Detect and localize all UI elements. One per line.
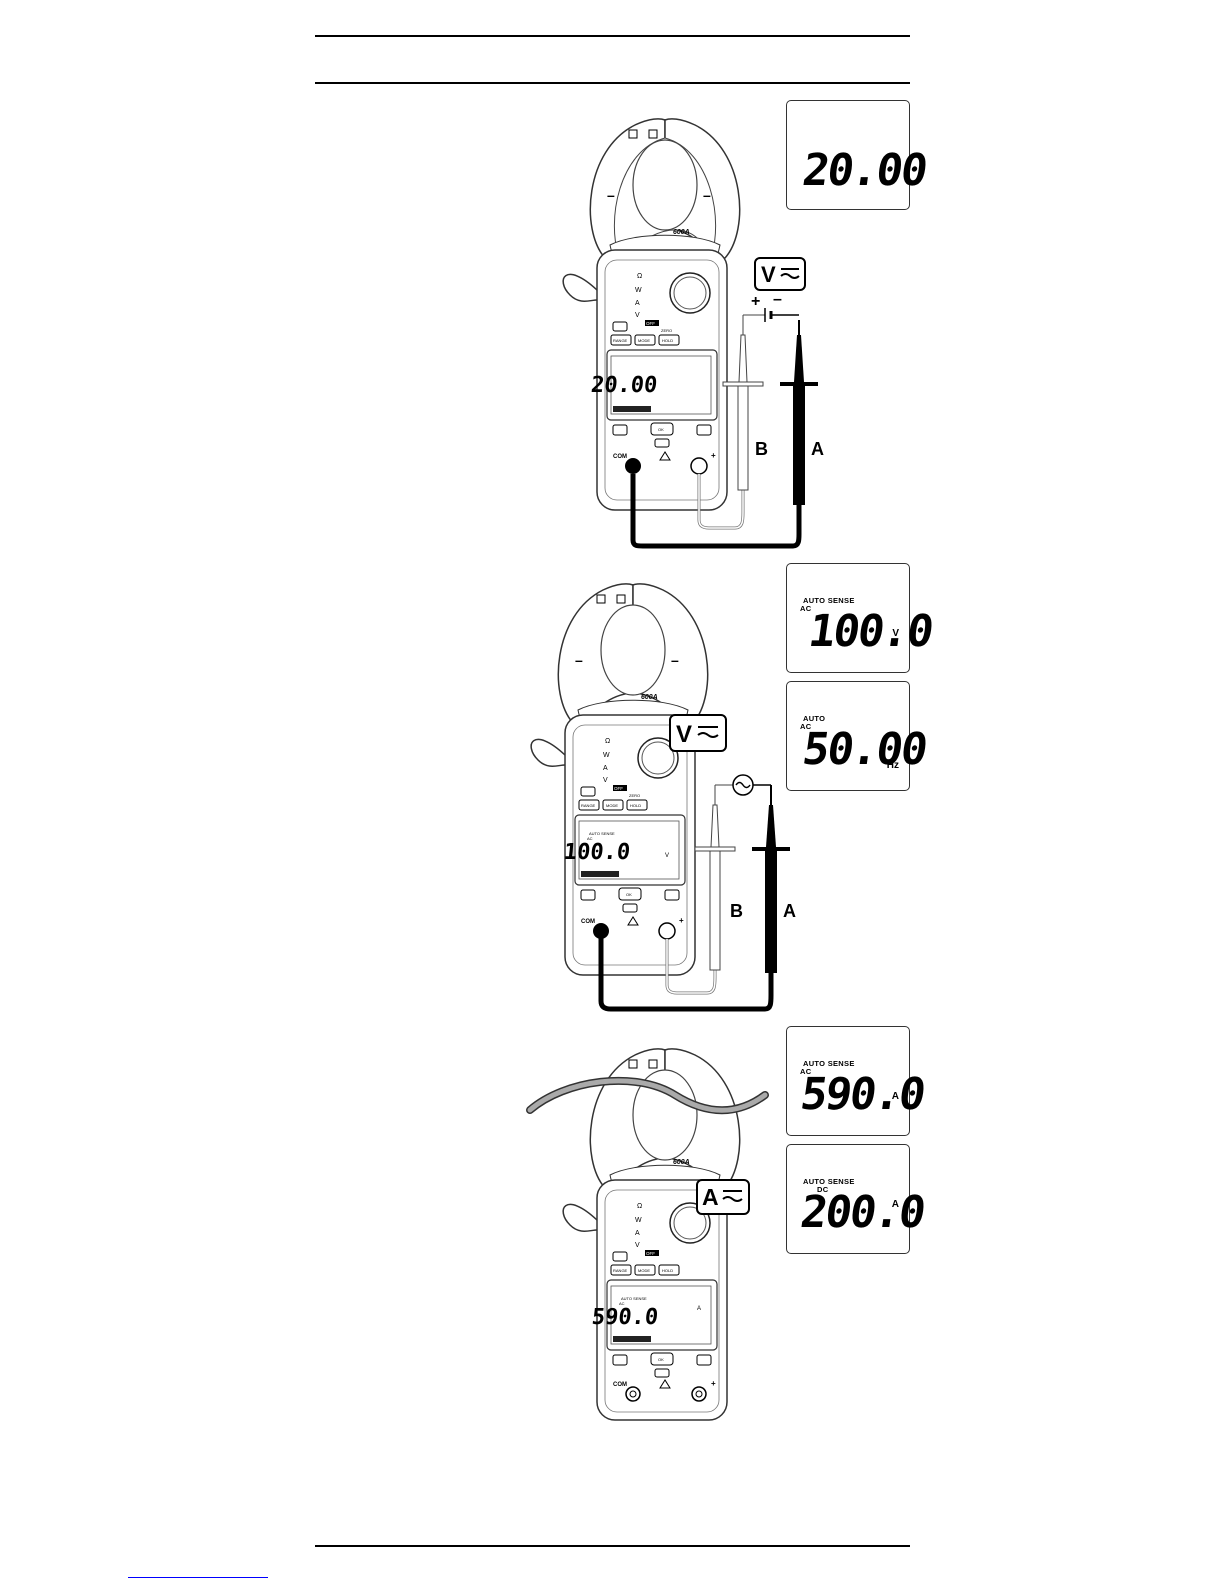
lcd-annunciator-ac: AC xyxy=(800,722,812,731)
hold-button-label: HOLD xyxy=(662,338,673,343)
clamp-meter: – – 600A Ω W A V OFF RANGE MODE HOLD ZER… xyxy=(530,583,709,976)
model-label: 600A xyxy=(641,694,658,701)
meter-lcd-digits: 100.0 xyxy=(563,840,632,865)
jaw-minus-right: – xyxy=(671,652,679,668)
plus-terminal-label: + xyxy=(711,1379,716,1388)
lcd-annunciator-ac: AC xyxy=(800,604,812,613)
function-label: V xyxy=(676,721,692,748)
hold-button-label: HOLD xyxy=(662,1268,673,1273)
battery-plus-label: + xyxy=(751,293,760,310)
model-label: 600A xyxy=(673,1159,690,1166)
dial-off-label: OFF xyxy=(646,1251,655,1256)
probe-a xyxy=(780,320,818,505)
probe-a xyxy=(752,785,790,973)
meter-lcd-mode: AC xyxy=(587,836,593,841)
dial-w-label: W xyxy=(603,752,610,759)
fig1-function-indicator: V xyxy=(754,257,806,291)
mode-button-label: MODE xyxy=(638,338,650,343)
lcd-annunciator-auto-sense: AUTO SENSE xyxy=(803,596,855,605)
dial-ohm-label: Ω xyxy=(637,1203,642,1210)
function-label: V xyxy=(761,262,776,287)
mode-button-label: MODE xyxy=(638,1268,650,1273)
meter-lcd-annunciator: AUTO SENSE xyxy=(589,831,615,836)
dc-source-battery: + – xyxy=(742,291,799,322)
fig1-callout-lcd: 20.00 xyxy=(786,100,929,210)
plus-terminal-label: + xyxy=(711,451,716,460)
meter-lcd-digits: 590.0 xyxy=(591,1305,660,1330)
lcd-unit: Hz xyxy=(886,760,899,771)
dial-w-label: W xyxy=(635,287,642,294)
fig1-dc-voltage-diagram: – – 600A Ω W A V OFF RANGE MODE HOLD ZER… xyxy=(562,118,824,549)
function-label: A xyxy=(702,1184,719,1210)
probe-b xyxy=(694,785,736,971)
lcd-annunciator-auto-sense: AUTO SENSE xyxy=(803,1177,855,1186)
dial-a-label: A xyxy=(635,1230,640,1237)
range-button-label: RANGE xyxy=(581,803,596,808)
dial-v-label: V xyxy=(635,1242,640,1249)
ok-button-label: OK xyxy=(658,1357,664,1362)
dial-off-label: OFF xyxy=(614,786,623,791)
ac-source xyxy=(715,774,771,796)
com-terminal-label: COM xyxy=(581,919,595,925)
lcd-unit: A xyxy=(891,1091,899,1102)
hold-button-label: HOLD xyxy=(630,803,641,808)
meter-lcd-digits: 20.00 xyxy=(590,373,659,398)
lcd-annunciator-auto-sense: AUTO SENSE xyxy=(803,1059,855,1068)
plus-terminal-label: + xyxy=(679,916,684,925)
fig2-callout-lcd-frequency: AUTO AC 50.00 Hz xyxy=(786,681,929,791)
fig3-function-indicator: A xyxy=(696,1179,750,1215)
dial-off-label: OFF xyxy=(646,321,655,326)
header-rule-top xyxy=(315,35,910,37)
lcd-annunciator-dc: DC xyxy=(817,1185,829,1194)
lead-a-label: A xyxy=(783,901,796,921)
clamp-meter: 600A Ω W A V OFF RANGE MODE HOLD AUTO SE… xyxy=(562,1048,741,1421)
meter-lcd-unit: A xyxy=(697,1306,701,1312)
fig2-function-indicator: V xyxy=(669,714,727,752)
dial-a-label: A xyxy=(603,765,608,772)
fig2-ac-voltage-diagram: – – 600A Ω W A V OFF RANGE MODE HOLD ZER… xyxy=(530,583,796,1012)
zero-label: ZERO xyxy=(661,328,672,333)
model-label: 600A xyxy=(673,229,690,236)
fig3-current-diagram: 600A Ω W A V OFF RANGE MODE HOLD AUTO SE… xyxy=(526,1048,769,1421)
lcd-unit: A xyxy=(891,1199,899,1210)
com-terminal-label: COM xyxy=(613,454,627,460)
com-terminal-label: COM xyxy=(613,1382,627,1388)
fig3-callout-lcd-dc-current: AUTO SENSE DC 200.0 A xyxy=(786,1144,927,1254)
dial-ohm-label: Ω xyxy=(637,273,642,280)
meter-lcd-mode: AC xyxy=(619,1301,625,1306)
dial-ohm-label: Ω xyxy=(605,738,610,745)
probe-b xyxy=(722,315,764,491)
footer-link-underline xyxy=(128,1577,268,1578)
dial-a-label: A xyxy=(635,300,640,307)
lcd-annunciator-ac: AC xyxy=(800,1067,812,1076)
lcd-unit: V xyxy=(892,628,899,639)
ok-button-label: OK xyxy=(626,892,632,897)
dial-v-label: V xyxy=(635,312,640,319)
fig2-callout-lcd-voltage: AUTO SENSE AC 100.0 V xyxy=(786,563,935,673)
dial-w-label: W xyxy=(635,1217,642,1224)
range-button-label: RANGE xyxy=(613,338,628,343)
jaw-minus-left: – xyxy=(607,187,615,203)
lead-b-label: B xyxy=(755,439,768,459)
meter-lcd-annunciator: AUTO SENSE xyxy=(621,1296,647,1301)
lead-b-label: B xyxy=(730,901,743,921)
meter-lcd-unit: V xyxy=(665,853,669,859)
ok-button-label: OK xyxy=(658,427,664,432)
zero-label: ZERO xyxy=(629,793,640,798)
jaw-minus-left: – xyxy=(575,652,583,668)
lcd-annunciator-auto: AUTO xyxy=(803,714,826,723)
dial-v-label: V xyxy=(603,777,608,784)
lead-a-label: A xyxy=(811,439,824,459)
battery-minus-label: – xyxy=(773,291,782,308)
header-rule-bottom xyxy=(315,82,910,84)
range-button-label: RANGE xyxy=(613,1268,628,1273)
jaw-minus-right: – xyxy=(703,187,711,203)
footer-rule xyxy=(315,1545,910,1547)
clamp-meter: – – 600A Ω W A V OFF RANGE MODE HOLD ZER… xyxy=(562,118,741,511)
mode-button-label: MODE xyxy=(606,803,618,808)
fig3-callout-lcd-ac-current: AUTO SENSE AC 590.0 A xyxy=(786,1026,927,1136)
